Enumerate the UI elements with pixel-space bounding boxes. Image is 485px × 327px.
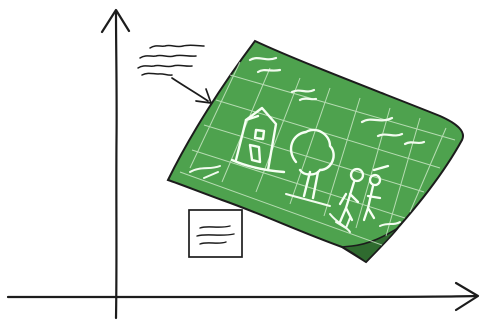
wind-line-1 xyxy=(150,45,204,48)
note-box xyxy=(189,210,242,257)
wind-lines-icon xyxy=(138,45,204,75)
wind-line-2 xyxy=(140,55,196,58)
wind-line-4 xyxy=(142,73,172,75)
y-axis xyxy=(102,10,129,318)
x-axis xyxy=(8,283,478,310)
pointer-arrow-shaft xyxy=(172,78,208,101)
pointer-arrow-icon xyxy=(172,78,211,103)
x-axis-line xyxy=(8,296,476,297)
wind-line-3 xyxy=(138,65,192,68)
y-axis-line xyxy=(116,12,117,318)
